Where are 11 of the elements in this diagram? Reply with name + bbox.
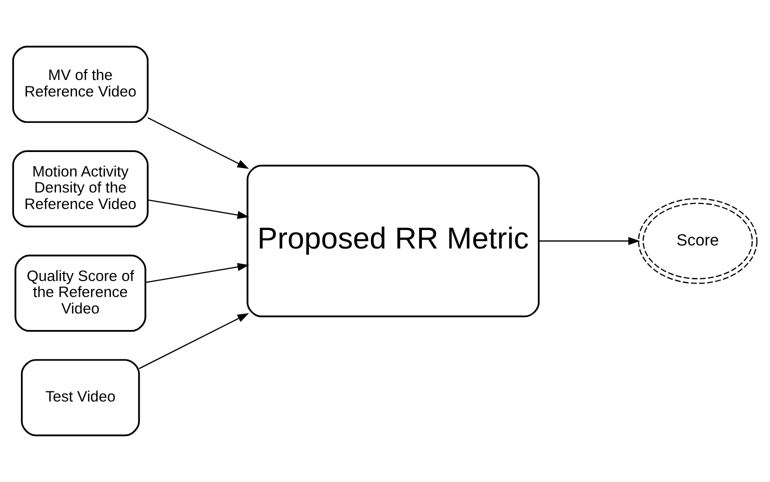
node-box: Proposed RR Metric: [246, 164, 540, 318]
node-box: Test Video: [20, 359, 140, 436]
node-ellipse: Score: [638, 198, 758, 284]
arrow: [148, 199, 250, 220]
arrow: [538, 236, 640, 246]
node-box: MV of the Reference Video: [12, 46, 149, 123]
node-box: Motion Activity Density of the Reference Video: [12, 150, 149, 228]
arrow: [138, 313, 250, 370]
node-box: Quality Score of the Reference Video: [14, 254, 146, 332]
arrow: [148, 117, 249, 169]
arrow: [145, 262, 250, 284]
